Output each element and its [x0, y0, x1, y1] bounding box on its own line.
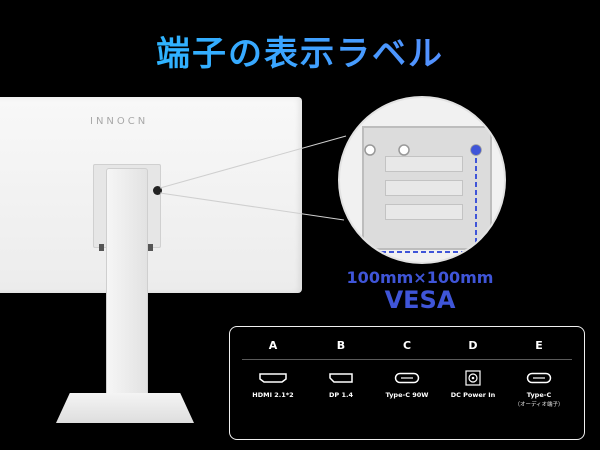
leader-line-top	[159, 135, 347, 189]
leader-line-bottom	[159, 192, 345, 221]
vesa-zoom-circle	[338, 96, 506, 264]
mount-rib	[385, 156, 463, 172]
screw-hole-icon	[398, 144, 410, 156]
vesa-mount-detail	[362, 126, 492, 250]
dc-power-port-icon	[440, 369, 506, 387]
callout-anchor-dot	[153, 186, 162, 195]
usb-c-audio-port-icon	[506, 369, 572, 387]
vesa-dimension-label: 100mm×100mm	[346, 268, 494, 287]
port-letter: C	[402, 339, 412, 352]
screw-hole-icon	[364, 144, 376, 156]
port-name: DC Power In	[450, 391, 496, 399]
port-letter: D	[468, 339, 478, 352]
displayport-icon	[308, 369, 374, 387]
port-name: DP 1.4	[329, 391, 353, 399]
vesa-hole-marker	[471, 145, 481, 155]
port-column-c: C Type-C 90W	[374, 337, 440, 399]
port-legend-panel: A HDMI 2.1*2 B DP 1.4 C Type-C 90W D	[229, 326, 585, 440]
port-letter: E	[535, 339, 543, 352]
page-title: 端子の表示ラベル	[0, 26, 600, 75]
vesa-label: VESA	[384, 286, 456, 314]
port-letter: A	[268, 339, 278, 352]
vesa-hole-marker	[365, 247, 375, 257]
side-port-right	[148, 244, 153, 251]
side-port-left	[99, 244, 104, 251]
port-note: （オーディオ端子）	[514, 402, 564, 408]
port-name: HDMI 2.1*2	[252, 391, 294, 399]
port-column-e: E Type-C （オーディオ端子）	[506, 337, 572, 408]
port-column-a: A HDMI 2.1*2	[240, 337, 306, 399]
mount-rib	[385, 204, 463, 220]
port-column-d: D DC Power In	[440, 337, 506, 399]
vesa-hole-pattern	[364, 144, 482, 257]
port-letter: B	[336, 339, 346, 352]
vesa-hole-marker	[471, 247, 481, 257]
legend-divider	[242, 359, 572, 360]
vesa-dashed-outline	[370, 150, 477, 253]
monitor-stand-neck	[106, 168, 148, 406]
brand-logo: INNOCN	[90, 116, 149, 127]
port-column-b: B DP 1.4	[308, 337, 374, 399]
usb-c-port-icon	[374, 369, 440, 387]
port-name: Type-C 90W	[385, 391, 429, 399]
port-name: Type-C	[526, 391, 552, 399]
hdmi-port-icon	[240, 369, 306, 387]
monitor-stand-base	[56, 393, 194, 423]
mount-rib	[385, 180, 463, 196]
